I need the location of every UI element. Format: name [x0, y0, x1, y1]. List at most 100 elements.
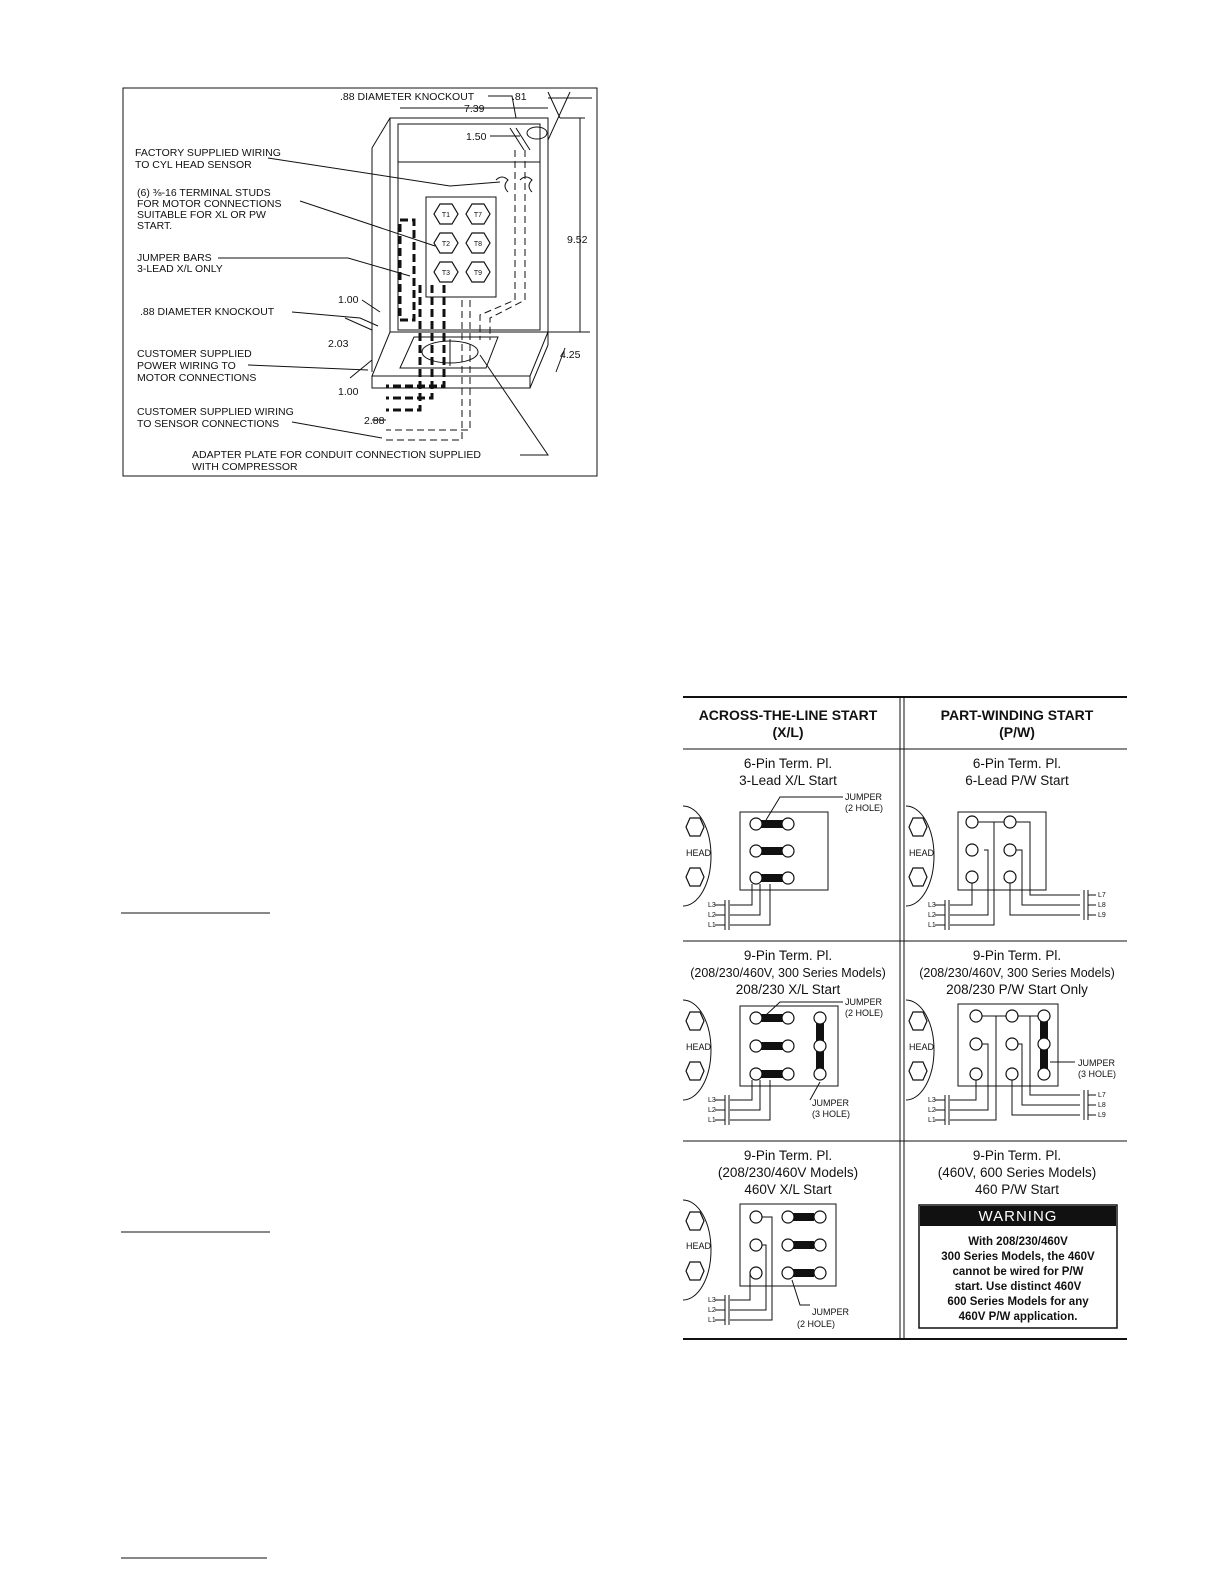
header-pw-title: PART-WINDING START [941, 707, 1094, 723]
line-l7: L7 [1098, 1092, 1106, 1099]
studs-label-3: SUITABLE FOR XL OR PW [137, 209, 266, 221]
line-l8: L8 [1098, 902, 1106, 909]
terminal-box-drawing: T1 T7 T2 T8 T3 T9 [371, 117, 549, 441]
head-label: HEAD [909, 848, 935, 858]
line-l1: L1 [708, 1117, 716, 1124]
stud-t1: T1 [442, 212, 450, 219]
dimension-lines [344, 91, 592, 421]
line-l2: L2 [708, 912, 716, 919]
line-l3: L3 [928, 902, 936, 909]
cell-models: (208/230/460V, 300 Series Models) [919, 966, 1115, 980]
cell-title: 9-Pin Term. Pl. [973, 948, 1061, 963]
header-pw-abbr: (P/W) [999, 724, 1035, 740]
line-l9: L9 [1098, 912, 1106, 919]
power-wiring-label-2: POWER WIRING TO [137, 360, 236, 372]
dim-739: 7.39 [464, 103, 485, 115]
warning-line-3: cannot be wired for P/W [953, 1266, 1084, 1278]
stud-t2: T2 [442, 241, 450, 248]
head-label: HEAD [686, 848, 712, 858]
cell-models: (460V, 600 Series Models) [938, 1165, 1097, 1180]
cell-subtitle: 208/230 X/L Start [736, 982, 841, 997]
jumper-label: JUMPER [812, 1307, 850, 1317]
line-l9: L9 [1098, 1112, 1106, 1119]
cell-subtitle: 3-Lead X/L Start [739, 773, 837, 788]
warning-line-2: 300 Series Models, the 460V [941, 1251, 1095, 1263]
jumper-label-holes: (2 HOLE) [845, 803, 883, 813]
cell-xl-9pin-460: 9-Pin Term. Pl. (208/230/460V Models) 46… [682, 1148, 858, 1329]
power-wiring-label-1: CUSTOMER SUPPLIED [137, 348, 252, 360]
dim-952: 9.52 [567, 234, 588, 246]
cell-xl-6pin: 6-Pin Term. Pl. 3-Lead X/L Start JUMPER … [682, 756, 883, 930]
jumper-label-holes: (2 HOLE) [845, 1008, 883, 1018]
warning-title: WARNING [979, 1208, 1058, 1225]
warning-box: WARNING With 208/230/460V 300 Series Mod… [918, 1204, 1118, 1329]
dim-100b: 1.00 [338, 386, 359, 398]
cell-models: (208/230/460V Models) [718, 1165, 858, 1180]
head-label: HEAD [686, 1241, 712, 1251]
cell-subtitle: 6-Lead P/W Start [965, 773, 1069, 788]
factory-wiring-label-2: TO CYL HEAD SENSOR [135, 159, 252, 171]
knockout-side-label: .88 DIAMETER KNOCKOUT [140, 306, 275, 318]
line-l2: L2 [708, 1107, 716, 1114]
studs-label-2: FOR MOTOR CONNECTIONS [137, 198, 281, 210]
stud-t9: T9 [474, 270, 482, 277]
cell-title: 6-Pin Term. Pl. [744, 756, 832, 771]
head-label: HEAD [686, 1042, 712, 1052]
studs-label-4: START. [137, 220, 172, 232]
jumper-bars-label-2: 3-LEAD X/L ONLY [137, 263, 223, 275]
warning-line-5: 600 Series Models for any [947, 1296, 1089, 1308]
cell-models: (208/230/460V, 300 Series Models) [690, 966, 886, 980]
stud-t8: T8 [474, 241, 482, 248]
knockout-top-label: .88 DIAMETER KNOCKOUT [340, 91, 475, 103]
cell-title: 9-Pin Term. Pl. [973, 1148, 1061, 1163]
line-l2: L2 [928, 1107, 936, 1114]
warning-line-1: With 208/230/460V [968, 1236, 1068, 1248]
dim-150: 1.50 [466, 131, 487, 143]
header-xl-abbr: (X/L) [772, 724, 803, 740]
warning-line-4: start. Use distinct 460V [955, 1281, 1082, 1293]
adapter-plate-label-2: WITH COMPRESSOR [192, 461, 298, 473]
dim-081: .81 [512, 91, 527, 103]
jumper3-label: JUMPER [812, 1098, 850, 1108]
jumper3-label-holes: (3 HOLE) [812, 1109, 850, 1119]
stud-t7: T7 [474, 212, 482, 219]
factory-wiring-label-1: FACTORY SUPPLIED WIRING [135, 147, 281, 159]
jumper-label: JUMPER [845, 997, 883, 1007]
cell-subtitle: 460 P/W Start [975, 1182, 1059, 1197]
dim-100a: 1.00 [338, 294, 359, 306]
head-label: HEAD [909, 1042, 935, 1052]
line-l3: L3 [708, 1097, 716, 1104]
line-l1: L1 [928, 922, 936, 929]
cell-title: 6-Pin Term. Pl. [973, 756, 1061, 771]
jumper-label-holes: (2 HOLE) [797, 1319, 835, 1329]
line-l2: L2 [928, 912, 936, 919]
header-xl-title: ACROSS-THE-LINE START [699, 707, 878, 723]
line-l7: L7 [1098, 892, 1106, 899]
cell-subtitle: 460V X/L Start [744, 1182, 832, 1197]
sensor-wiring-label-2: TO SENSOR CONNECTIONS [137, 418, 279, 430]
jumper-bars-label-1: JUMPER BARS [137, 252, 212, 264]
dim-288: 2.88 [364, 415, 385, 427]
figure-frame [122, 87, 598, 477]
line-l1: L1 [708, 1317, 716, 1324]
power-wiring-label-3: MOTOR CONNECTIONS [137, 372, 256, 384]
jumper-label-holes: (3 HOLE) [1078, 1069, 1116, 1079]
cell-xl-9pin-208-230: 9-Pin Term. Pl. (208/230/460V, 300 Serie… [682, 948, 886, 1125]
line-l3: L3 [708, 1297, 716, 1304]
warning-line-6: 460V P/W application. [959, 1311, 1078, 1323]
line-l3: L3 [708, 902, 716, 909]
dim-425: 4.25 [560, 349, 581, 361]
cell-pw-6pin: 6-Pin Term. Pl. 6-Lead P/W Start HEAD [905, 756, 1106, 930]
jumper-label: JUMPER [845, 792, 883, 802]
cell-subtitle: 208/230 P/W Start Only [946, 982, 1088, 997]
leader-lines [218, 95, 549, 456]
line-l2: L2 [708, 1307, 716, 1314]
dim-203: 2.03 [328, 338, 349, 350]
wiring-table: ACROSS-THE-LINE START (X/L) PART-WINDING… [682, 696, 1127, 1340]
sensor-wiring-label-1: CUSTOMER SUPPLIED WIRING [137, 406, 294, 418]
terminal-box-figure: T1 T7 T2 T8 T3 T9 [122, 87, 598, 477]
line-l1: L1 [928, 1117, 936, 1124]
cell-pw-9pin-208-230: 9-Pin Term. Pl. (208/230/460V, 300 Serie… [905, 948, 1116, 1125]
terminal-studs: T1 T7 T2 T8 T3 T9 [433, 203, 491, 283]
